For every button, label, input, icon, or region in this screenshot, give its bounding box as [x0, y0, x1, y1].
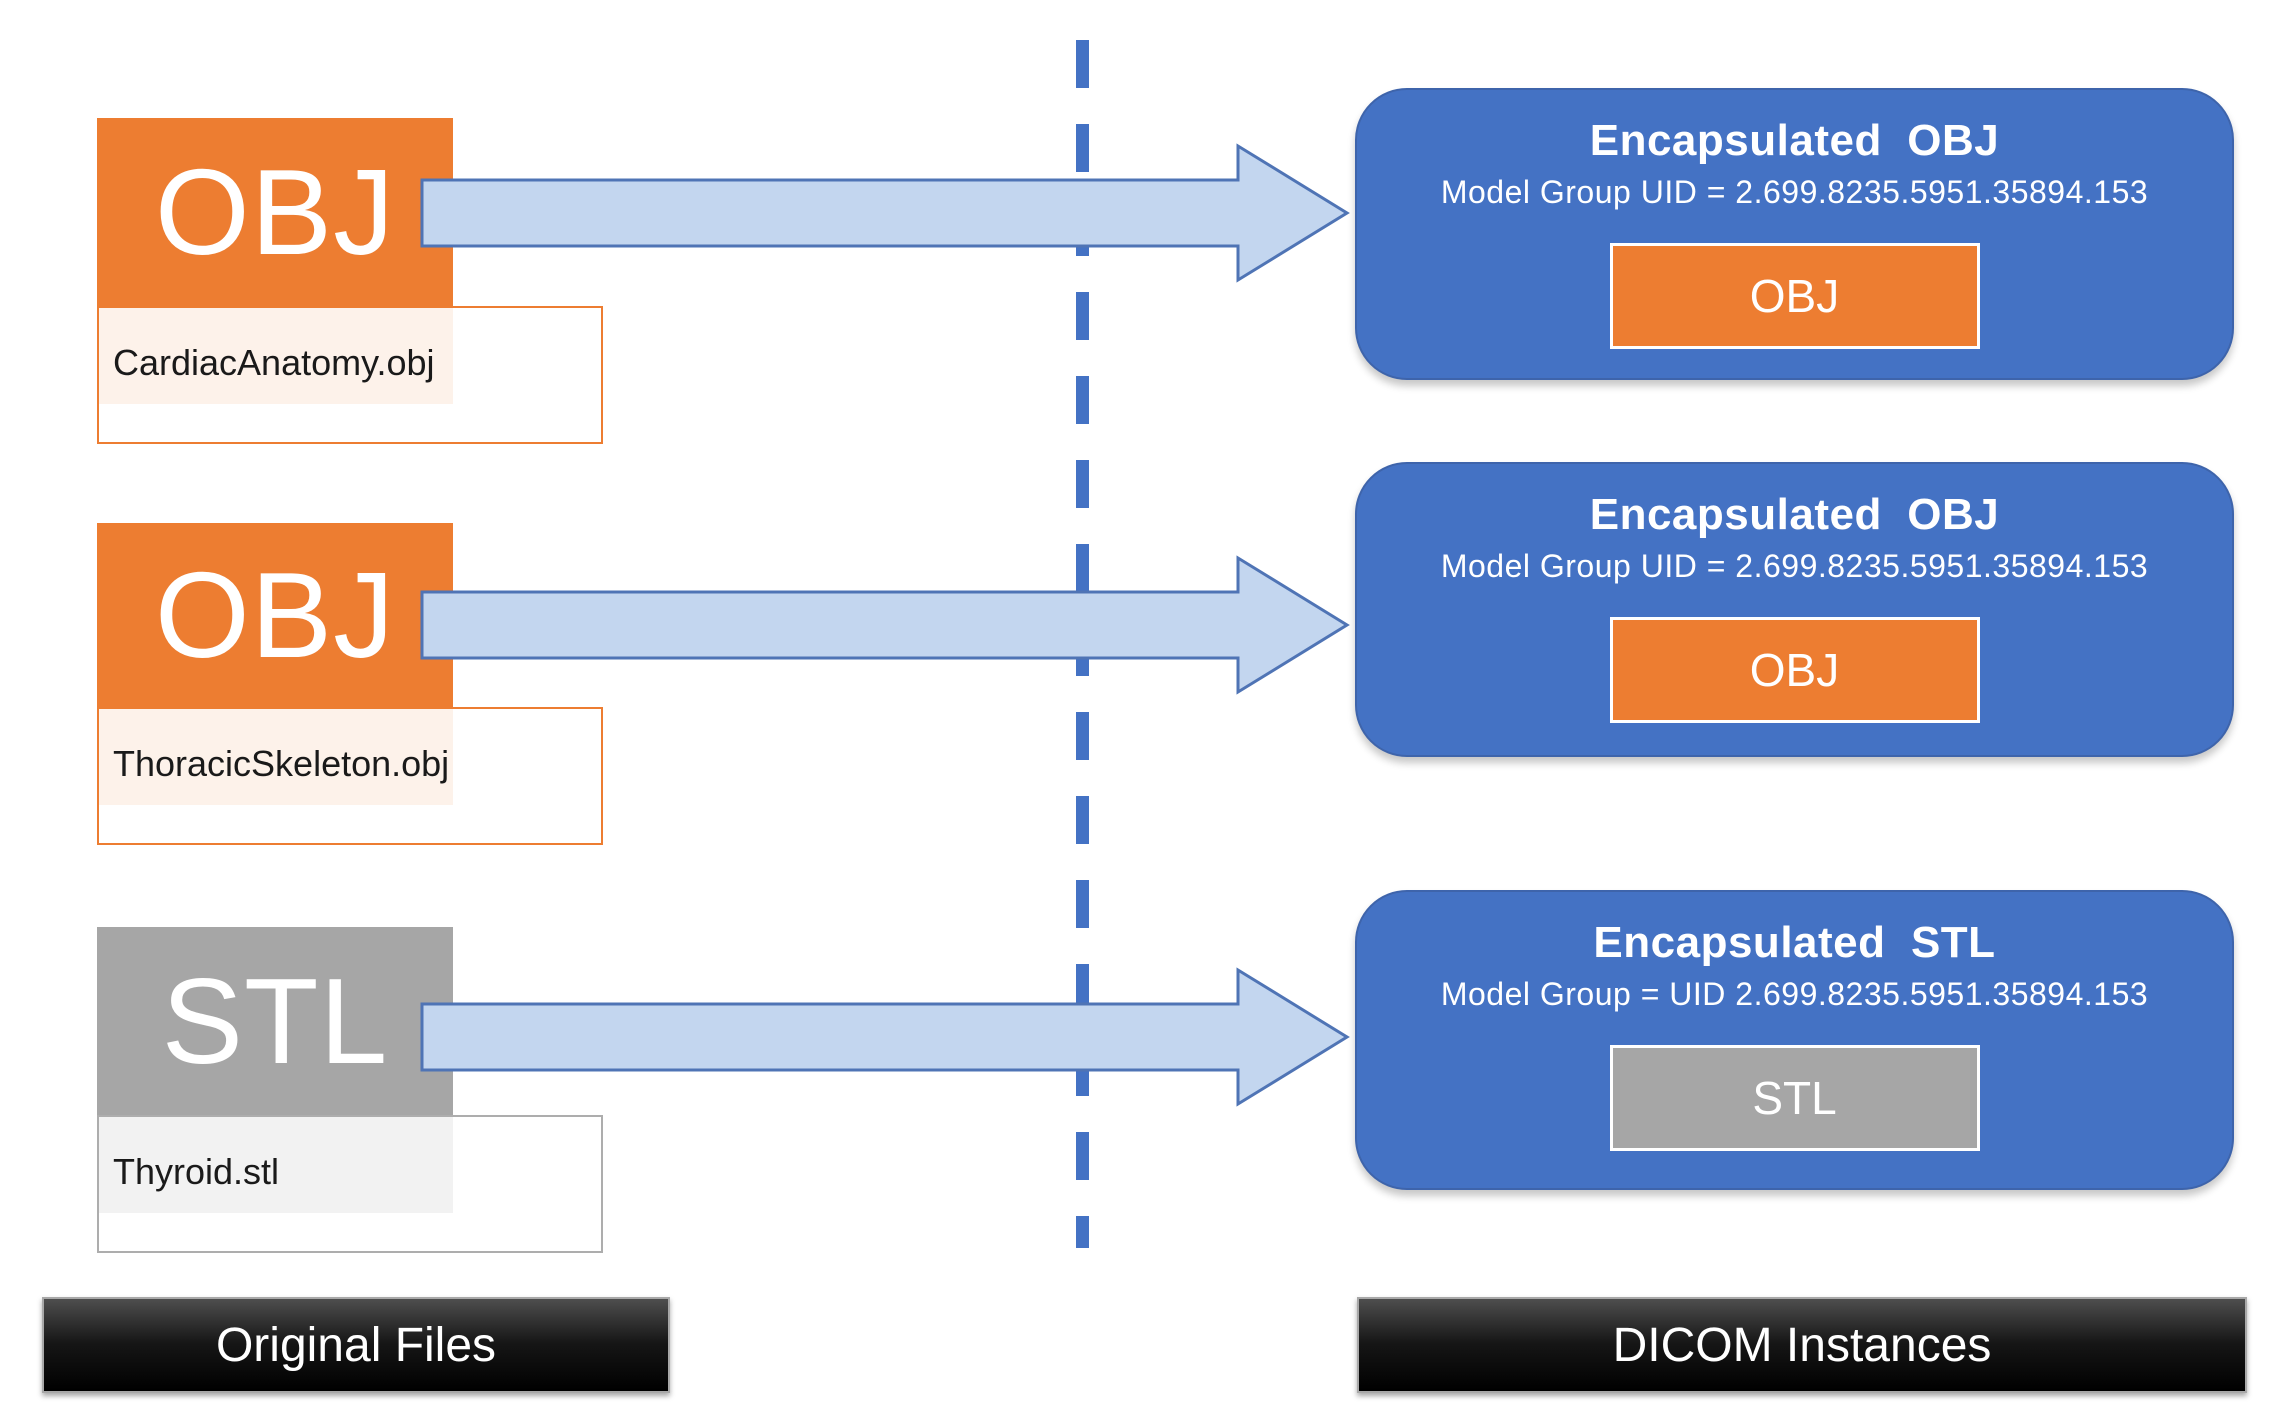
instance-uid: Model Group = UID 2.699.8235.5951.35894.… [1440, 976, 2149, 1012]
filename-tint [99, 709, 453, 805]
conversion-arrow [420, 967, 1350, 1107]
file-type-label: OBJ [154, 547, 396, 683]
format-badge-label: OBJ [1749, 270, 1840, 322]
file-type-label: OBJ [154, 144, 396, 280]
format-badge-label: STL [1752, 1072, 1837, 1124]
instance-title: Encapsulated OBJ [1589, 490, 2000, 539]
file-type-badge: STL [97, 927, 453, 1115]
dicom-instances-banner: DICOM Instances [1357, 1297, 2247, 1393]
filename-tint [99, 308, 453, 404]
file-type-badge: OBJ [97, 118, 453, 306]
file-type-label: STL [161, 953, 389, 1089]
instance-uid: Model Group UID = 2.699.8235.5951.35894.… [1440, 548, 2149, 584]
filename-tint [99, 1117, 453, 1213]
dicom-instances-label: DICOM Instances [1612, 1318, 1992, 1372]
instance-title: Encapsulated OBJ [1589, 116, 2000, 165]
filename-text: ThoracicSkeleton.obj [113, 743, 450, 784]
instance-title: Encapsulated STL [1593, 918, 1996, 967]
file-type-badge: OBJ [97, 523, 453, 707]
filename-box: CardiacAnatomy.obj [97, 306, 603, 444]
dicom-instance-card: Encapsulated OBJ Model Group UID = 2.699… [1355, 88, 2234, 380]
filename-box: ThoracicSkeleton.obj [97, 707, 603, 845]
format-badge: OBJ [1609, 617, 1980, 723]
format-badge: STL [1609, 1045, 1980, 1151]
filename-text: Thyroid.stl [113, 1151, 280, 1192]
format-badge: OBJ [1609, 243, 1980, 349]
dicom-instance-card: Encapsulated STL Model Group = UID 2.699… [1355, 890, 2234, 1190]
filename-box: Thyroid.stl [97, 1115, 603, 1253]
filename-text: CardiacAnatomy.obj [113, 342, 435, 383]
dicom-instance-card: Encapsulated OBJ Model Group UID = 2.699… [1355, 462, 2234, 757]
format-badge-label: OBJ [1749, 644, 1840, 696]
original-files-banner: Original Files [42, 1297, 670, 1393]
conversion-arrow [420, 143, 1350, 283]
conversion-arrow [420, 555, 1350, 695]
original-files-label: Original Files [215, 1318, 497, 1372]
instance-uid: Model Group UID = 2.699.8235.5951.35894.… [1440, 174, 2149, 210]
